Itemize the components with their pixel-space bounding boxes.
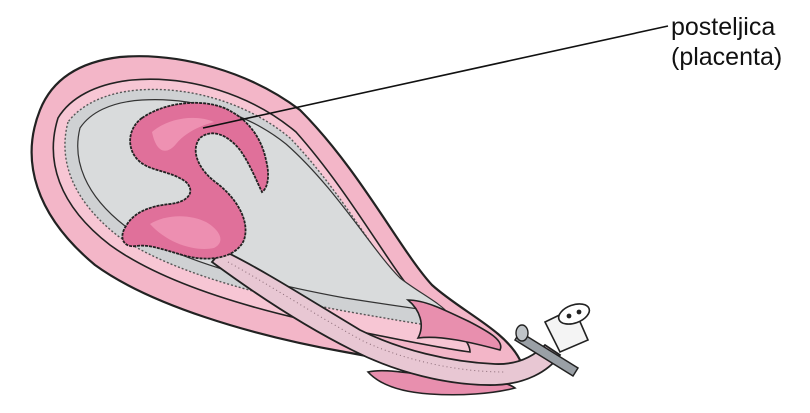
label-leader-line xyxy=(203,26,668,128)
placenta-term-translation: (placenta) xyxy=(671,42,782,72)
cord-cut-end xyxy=(545,300,592,352)
placenta-label: posteljica (placenta) xyxy=(671,12,782,72)
placenta-term: posteljica xyxy=(671,12,782,42)
